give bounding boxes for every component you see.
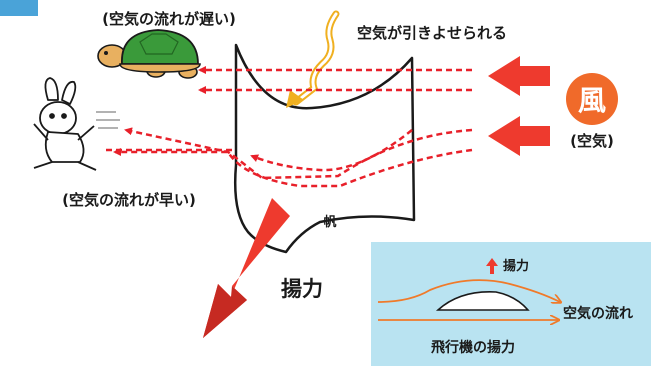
lift-arrow	[203, 198, 290, 338]
airflow-lines	[104, 66, 473, 188]
inset-airflow-label: 空気の流れ	[563, 305, 633, 322]
wind-label: 風	[578, 84, 606, 117]
inset-caption: 飛行機の揚力	[430, 339, 515, 356]
lift-up-arrow	[486, 258, 498, 274]
wind-arrows	[488, 56, 550, 156]
wing-icon	[435, 291, 530, 311]
corner-tab	[0, 0, 38, 16]
lift-label: 揚力	[281, 277, 323, 301]
air-pulled-squiggle	[286, 10, 340, 108]
wind-circle-icon: 風	[566, 73, 618, 125]
sail-label: 帆	[323, 215, 336, 230]
slow-air-label: (空気の流れが遅い)	[102, 10, 236, 28]
wind-sub-label: (空気)	[570, 132, 614, 150]
fast-air-label: (空気の流れが早い)	[62, 191, 196, 209]
air-pulled-label: 空気が引きよせられる	[357, 24, 507, 42]
sail	[233, 43, 416, 254]
turtle-icon	[97, 29, 201, 79]
airplane-lift-inset: 揚力 空気の流れ 飛行機の揚力	[371, 242, 651, 366]
inset-lift-label: 揚力	[503, 258, 529, 274]
rabbit-icon	[33, 77, 120, 171]
